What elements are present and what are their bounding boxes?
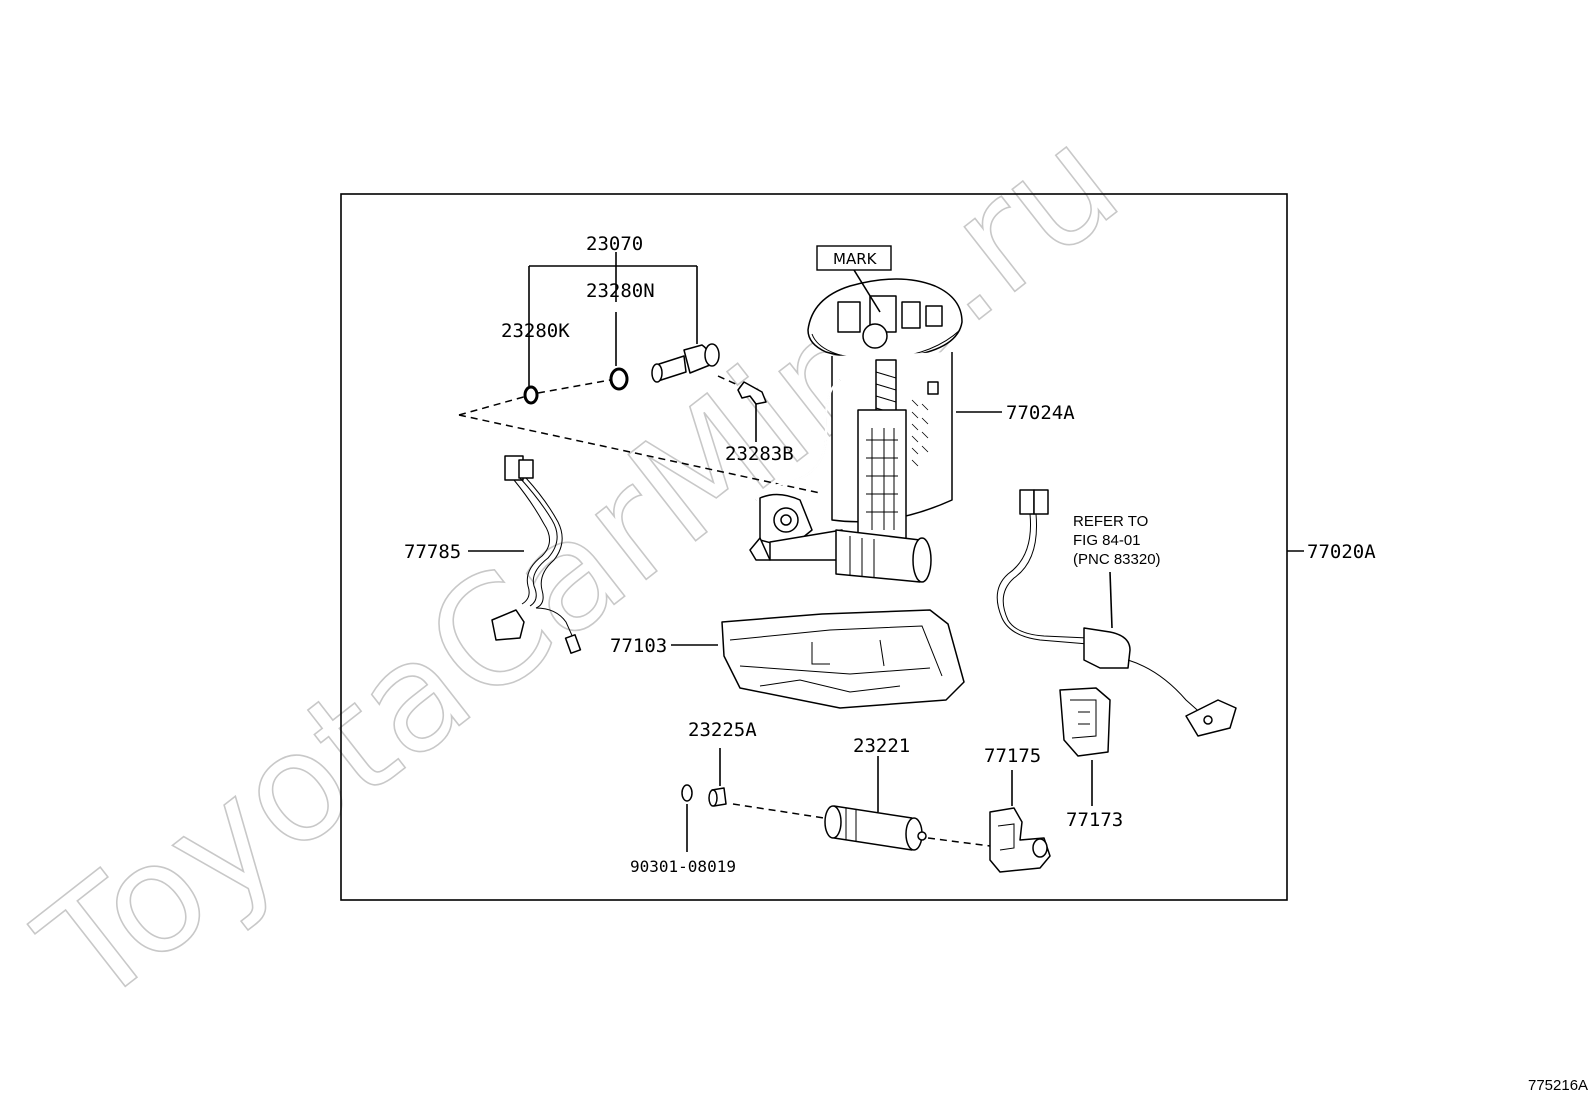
label-23280N: 23280N	[586, 280, 655, 302]
wire-harness-77785	[491, 455, 582, 654]
mark-box	[816, 245, 892, 271]
watermark: ToyotaCarMine.ru	[8, 94, 1150, 1040]
label-77020A: 77020A	[1307, 541, 1376, 563]
bracket-23070	[528, 252, 698, 386]
label-23070: 23070	[586, 233, 643, 255]
fuel-pump-module	[749, 278, 963, 583]
mark-label: MARK	[833, 250, 878, 268]
label-23283B: 23283B	[725, 443, 794, 465]
o-ring-23280N	[609, 367, 629, 391]
refer-line-3: (PNC 83320)	[1073, 551, 1161, 568]
fuel-sender-assembly	[996, 489, 1237, 737]
sub-tank-77103	[721, 609, 965, 709]
refer-line-2: FIG 84-01	[1073, 532, 1141, 549]
label-77103: 77103	[610, 635, 667, 657]
o-ring-90301-08019	[681, 784, 693, 802]
assembly-lines	[458, 375, 821, 494]
label-23280K: 23280K	[501, 320, 570, 342]
label-77024A: 77024A	[1006, 402, 1075, 424]
svg-text:ToyotaCarMine.ru: ToyotaCarMine.ru	[9, 94, 1150, 1038]
label-23221: 23221	[853, 735, 910, 757]
refer-line-1: REFER TO	[1073, 513, 1148, 530]
o-ring-23280K	[523, 385, 539, 405]
label-90301-08019: 90301-08019	[630, 857, 736, 876]
bracket-77173	[1059, 687, 1111, 757]
label-77175: 77175	[984, 745, 1041, 767]
figure-id: 775216A	[1528, 1077, 1588, 1094]
retainer-clip	[737, 381, 767, 405]
label-23225A: 23225A	[688, 719, 757, 741]
label-77173: 77173	[1066, 809, 1123, 831]
filter-23225A	[708, 787, 727, 807]
fuel-pipe-fitting	[651, 343, 720, 383]
label-77785: 77785	[404, 541, 461, 563]
diagram-frame	[340, 193, 1288, 901]
bracket-77175	[989, 807, 1051, 873]
fuel-pump-23221	[824, 805, 927, 851]
